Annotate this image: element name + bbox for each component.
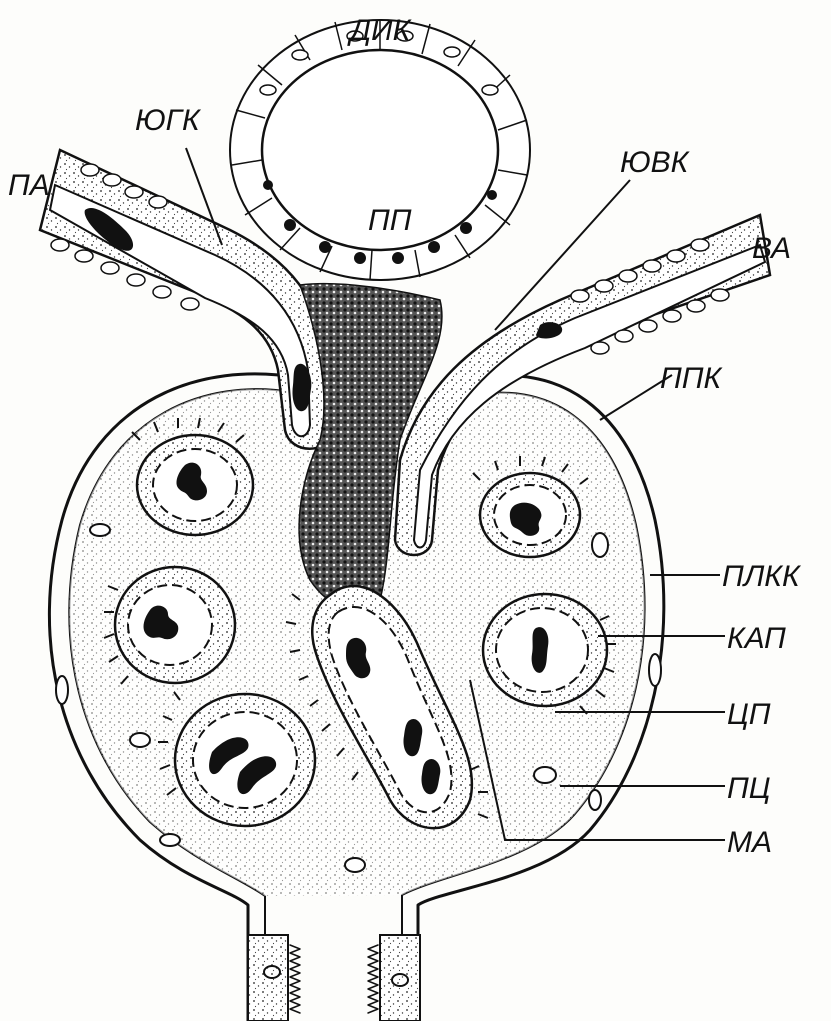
capillary-loop-2	[115, 567, 235, 683]
label-pa: ПА	[8, 169, 50, 202]
capillary-loop-5	[480, 473, 580, 557]
label-kap: КАП	[727, 622, 786, 655]
label-tsp: ЦП	[727, 698, 771, 731]
label-pp: ПП	[368, 204, 412, 237]
tubule-outlet	[248, 935, 420, 1021]
label-yugk: ЮГК	[135, 104, 202, 137]
distal-tubule	[230, 20, 530, 280]
label-va: ВА	[752, 232, 791, 265]
label-dik: ДИК	[347, 14, 413, 47]
capillary-loop-1	[137, 435, 253, 535]
label-plkk: ПЛКК	[722, 560, 802, 593]
capillary-loop-6	[483, 594, 607, 706]
label-pts: ПЦ	[727, 772, 771, 805]
label-ma: МА	[727, 826, 772, 859]
capillary-loop-3	[175, 694, 315, 826]
label-yuvk: ЮВК	[620, 146, 691, 179]
label-ppk: ППК	[660, 362, 723, 395]
